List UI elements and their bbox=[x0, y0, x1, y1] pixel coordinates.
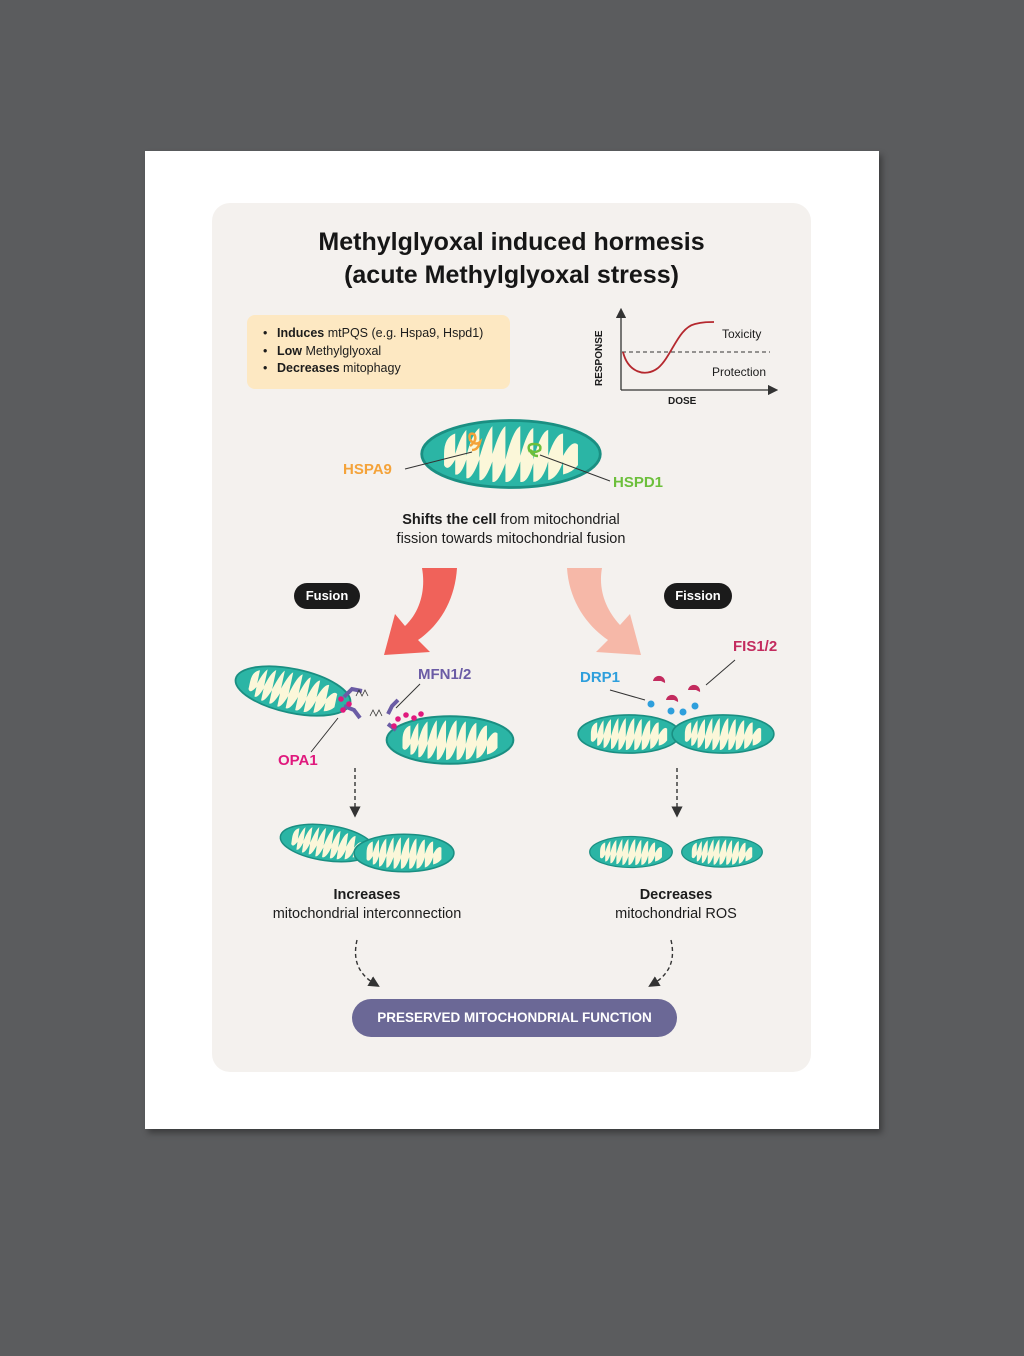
fission-outcome: Decreases mitochondrial ROS bbox=[576, 886, 776, 924]
fission-mitochondrion bbox=[576, 659, 776, 755]
drp1-label: DRP1 bbox=[580, 669, 621, 686]
fusion-pill: Fusion bbox=[294, 583, 360, 609]
fission-arrow bbox=[567, 568, 641, 655]
fusion-mitochondria bbox=[229, 656, 515, 765]
fis-leader bbox=[705, 659, 736, 686]
graph-x-label: DOSE bbox=[668, 396, 697, 407]
title-line-2: (acute Methylglyoxal stress) bbox=[344, 261, 679, 289]
graph-toxicity-label: Toxicity bbox=[722, 327, 762, 341]
summary-item-bold: Induces bbox=[277, 326, 325, 340]
hspd1-leader bbox=[539, 454, 611, 482]
summary-item-low: Low Methylglyoxal bbox=[263, 343, 510, 361]
shift-caption-bold: Shifts the cell bbox=[402, 512, 497, 528]
summary-item-bold: Low bbox=[277, 343, 302, 358]
opa1-leader bbox=[310, 717, 339, 753]
fission-pill: Fission bbox=[664, 583, 732, 609]
hspa9-leader bbox=[404, 451, 473, 470]
fission-outcome-bold: Decreases bbox=[639, 887, 713, 903]
fusion-arrow bbox=[384, 568, 457, 655]
shift-caption-line-2: fission towards mitochondrial fusion bbox=[396, 531, 626, 547]
fusion-outcome: Increases mitochondrial interconnection bbox=[240, 886, 494, 924]
graph-protection-label: Protection bbox=[712, 365, 767, 379]
fission-outcome-text: mitochondrial ROS bbox=[615, 906, 737, 922]
right-converge-arrow bbox=[648, 939, 674, 987]
summary-item-text: Methylglyoxal bbox=[302, 343, 382, 358]
summary-item-decreases: Decreases mitophagy bbox=[263, 360, 510, 378]
title-line-1: Methylglyoxal induced hormesis bbox=[318, 228, 705, 256]
mfn-label: MFN1/2 bbox=[418, 666, 472, 683]
shift-caption-rest: from mitochondrial bbox=[496, 512, 620, 528]
fis-label: FIS1/2 bbox=[733, 638, 778, 655]
shift-caption: Shifts the cell from mitochondrial fissi… bbox=[330, 511, 692, 549]
hspa9-label: HSPA9 bbox=[343, 461, 392, 478]
hspa9-protein bbox=[468, 432, 483, 452]
fusion-outcome-bold: Increases bbox=[333, 887, 401, 903]
fusion-outcome-text: mitochondrial interconnection bbox=[272, 906, 462, 922]
fused-mitochondria bbox=[276, 818, 455, 873]
summary-item-bold: Decreases bbox=[277, 361, 340, 375]
summary-item-text: mitophagy bbox=[339, 361, 401, 375]
opa1-label: OPA1 bbox=[278, 752, 318, 769]
page-title: Methylglyoxal induced hormesis (acute Me… bbox=[212, 226, 811, 292]
hspd1-label: HSPD1 bbox=[613, 474, 664, 491]
mfn-leader bbox=[395, 683, 421, 709]
preserved-function-banner: PRESERVED MITOCHONDRIAL FUNCTION bbox=[352, 999, 677, 1037]
separated-mitochondria bbox=[588, 835, 764, 869]
summary-box: Induces mtPQS (e.g. Hspa9, Hspd1) Low Me… bbox=[247, 315, 510, 389]
graph-y-label: RESPONSE bbox=[594, 330, 605, 386]
drp1-leader bbox=[609, 689, 646, 701]
summary-item-induces: Induces mtPQS (e.g. Hspa9, Hspd1) bbox=[263, 325, 510, 343]
summary-item-text: mtPQS (e.g. Hspa9, Hspd1) bbox=[324, 326, 484, 340]
summary-list: Induces mtPQS (e.g. Hspa9, Hspd1) Low Me… bbox=[263, 325, 510, 378]
hormesis-graph bbox=[615, 307, 779, 396]
shift-caption-line-1: Shifts the cell from mitochondrial bbox=[330, 511, 692, 530]
hspd1-protein bbox=[527, 442, 542, 458]
left-converge-arrow bbox=[354, 939, 380, 987]
hormesis-curve bbox=[622, 321, 715, 374]
mitochondrion-top bbox=[404, 418, 611, 490]
